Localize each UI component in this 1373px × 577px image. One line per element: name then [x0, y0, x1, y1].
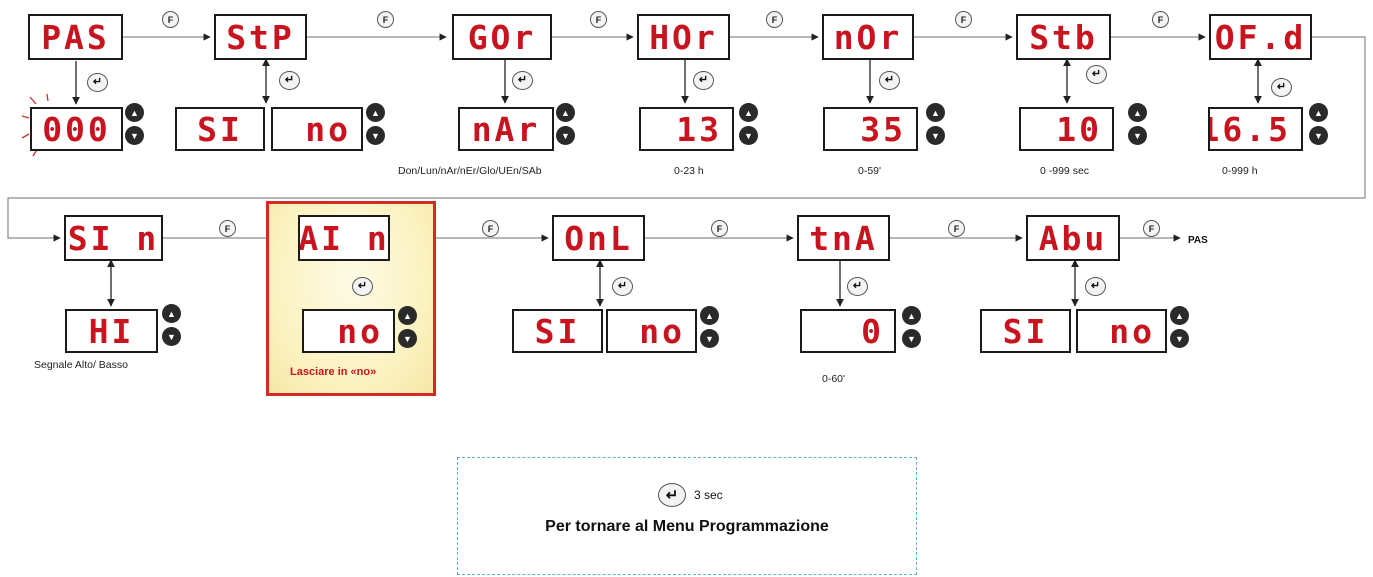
down-arrow-icon[interactable]: ▼ [902, 329, 921, 348]
enter-key[interactable]: ↵ [1085, 277, 1106, 296]
enter-key[interactable]: ↵ [352, 277, 373, 296]
return-note-message: Per tornare al Menu Programmazione [545, 518, 829, 535]
menu-display-onl: OnL [552, 215, 645, 261]
hold-duration: 3 sec [694, 488, 723, 502]
function-key[interactable]: F [766, 11, 783, 28]
caption-nor: 0-59' [858, 165, 882, 177]
up-arrow-icon[interactable]: ▲ [125, 103, 144, 122]
value-display-stb: 10 [1019, 107, 1114, 151]
caption-gor: Don/Lun/nAr/nEr/Glo/UEn/SAb [398, 165, 542, 177]
enter-key[interactable]: ↵ [1271, 78, 1292, 97]
caption-hor: 0-23 h [674, 165, 704, 177]
caption-ain: Lasciare in «no» [290, 366, 377, 378]
menu-display-stb: Stb [1016, 14, 1111, 60]
value-display-onl-yes: SI [512, 309, 603, 353]
value-display-gor: nAr [458, 107, 554, 151]
up-down-buttons[interactable]: ▲ ▼ [902, 306, 922, 352]
value-display-tna: 0 [800, 309, 896, 353]
menu-display-sin: SI n [64, 215, 163, 261]
enter-key[interactable]: ↵ [693, 71, 714, 90]
enter-key[interactable]: ↵ [1086, 65, 1107, 84]
menu-display-ain: AI n [298, 215, 390, 261]
up-down-buttons[interactable]: ▲ ▼ [366, 103, 386, 149]
up-down-buttons[interactable]: ▲ ▼ [700, 306, 720, 352]
caption-sin: Segnale Alto/ Basso [34, 359, 128, 371]
up-arrow-icon[interactable]: ▲ [556, 103, 575, 122]
value-display-pas: 000 [30, 107, 123, 151]
up-arrow-icon[interactable]: ▲ [700, 306, 719, 325]
menu-display-nor: nOr [822, 14, 914, 60]
up-arrow-icon[interactable]: ▲ [739, 103, 758, 122]
loop-back-label: PAS [1188, 235, 1208, 246]
function-key[interactable]: F [1143, 220, 1160, 237]
down-arrow-icon[interactable]: ▼ [556, 126, 575, 145]
function-key[interactable]: F [377, 11, 394, 28]
up-down-buttons[interactable]: ▲ ▼ [1128, 103, 1148, 149]
up-arrow-icon[interactable]: ▲ [1170, 306, 1189, 325]
value-display-abu-yes: SI [980, 309, 1071, 353]
down-arrow-icon[interactable]: ▼ [398, 329, 417, 348]
down-arrow-icon[interactable]: ▼ [366, 126, 385, 145]
menu-display-stp: StP [214, 14, 307, 60]
menu-display-gor: GOr [452, 14, 552, 60]
enter-key[interactable]: ↵ [279, 71, 300, 90]
menu-display-abu: Abu [1026, 215, 1120, 261]
up-down-buttons[interactable]: ▲ ▼ [1309, 103, 1329, 149]
value-display-stp-no: no [271, 107, 363, 151]
down-arrow-icon[interactable]: ▼ [125, 126, 144, 145]
up-arrow-icon[interactable]: ▲ [366, 103, 385, 122]
value-display-ofd: 16.5 [1208, 107, 1303, 151]
value-display-ain: no [302, 309, 395, 353]
enter-key[interactable]: ↵ [879, 71, 900, 90]
down-arrow-icon[interactable]: ▼ [700, 329, 719, 348]
function-key[interactable]: F [948, 220, 965, 237]
up-down-buttons[interactable]: ▲ ▼ [926, 103, 946, 149]
menu-display-hor: HOr [637, 14, 730, 60]
menu-display-ofd: OF.d [1209, 14, 1312, 60]
enter-key-icon[interactable]: ↵ [658, 483, 686, 507]
value-display-abu-no: no [1076, 309, 1167, 353]
down-arrow-icon[interactable]: ▼ [1128, 126, 1147, 145]
up-down-buttons[interactable]: ▲ ▼ [398, 306, 418, 352]
down-arrow-icon[interactable]: ▼ [739, 126, 758, 145]
value-display-nor: 35 [823, 107, 918, 151]
value-display-hor: 13 [639, 107, 734, 151]
function-key[interactable]: F [482, 220, 499, 237]
value-display-onl-no: no [606, 309, 697, 353]
enter-key[interactable]: ↵ [612, 277, 633, 296]
down-arrow-icon[interactable]: ▼ [162, 327, 181, 346]
menu-display-tna: tnA [797, 215, 890, 261]
up-arrow-icon[interactable]: ▲ [1128, 103, 1147, 122]
up-down-buttons[interactable]: ▲ ▼ [556, 103, 576, 149]
up-down-buttons[interactable]: ▲ ▼ [162, 304, 182, 350]
function-key[interactable]: F [219, 220, 236, 237]
enter-key[interactable]: ↵ [87, 73, 108, 92]
up-arrow-icon[interactable]: ▲ [926, 103, 945, 122]
up-arrow-icon[interactable]: ▲ [162, 304, 181, 323]
function-key[interactable]: F [711, 220, 728, 237]
function-key[interactable]: F [590, 11, 607, 28]
caption-tna: 0-60' [822, 373, 846, 385]
value-display-sin: HI [65, 309, 158, 353]
function-key[interactable]: F [162, 11, 179, 28]
function-key[interactable]: F [1152, 11, 1169, 28]
up-arrow-icon[interactable]: ▲ [398, 306, 417, 325]
up-arrow-icon[interactable]: ▲ [902, 306, 921, 325]
up-down-buttons[interactable]: ▲ ▼ [739, 103, 759, 149]
function-key[interactable]: F [955, 11, 972, 28]
return-note-box [457, 457, 917, 575]
up-down-buttons[interactable]: ▲ ▼ [125, 103, 145, 149]
caption-stb: 0 -999 sec [1040, 165, 1090, 177]
down-arrow-icon[interactable]: ▼ [1170, 329, 1189, 348]
up-down-buttons[interactable]: ▲ ▼ [1170, 306, 1190, 352]
enter-key[interactable]: ↵ [512, 71, 533, 90]
menu-display-pas: PAS [28, 14, 123, 60]
down-arrow-icon[interactable]: ▼ [1309, 126, 1328, 145]
enter-key[interactable]: ↵ [847, 277, 868, 296]
value-display-stp-yes: SI [175, 107, 265, 151]
caption-ofd: 0-999 h [1222, 165, 1258, 177]
up-arrow-icon[interactable]: ▲ [1309, 103, 1328, 122]
down-arrow-icon[interactable]: ▼ [926, 126, 945, 145]
